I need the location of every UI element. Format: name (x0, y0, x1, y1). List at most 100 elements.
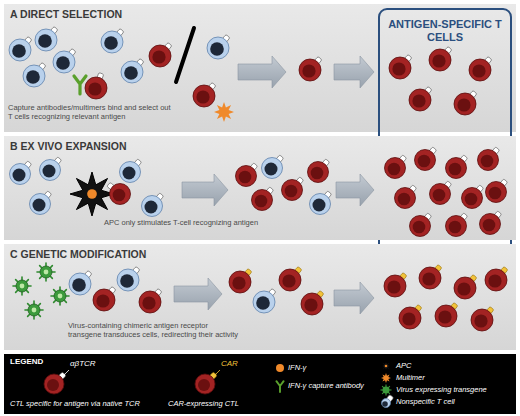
tcr-receptor (153, 288, 161, 297)
specific-ctl (385, 155, 407, 179)
car-t-cell (399, 304, 422, 329)
process-arrow (174, 278, 222, 310)
tcr-receptor (133, 159, 141, 168)
cell-nucleus (311, 167, 324, 180)
car-t-cell (301, 290, 324, 315)
cell-body (409, 89, 431, 111)
cell-body (384, 275, 406, 297)
tcr-receptor (265, 187, 273, 196)
virus-spike (26, 290, 29, 293)
cell-body (30, 194, 51, 215)
virus-core (58, 294, 63, 299)
virus-body (16, 280, 28, 292)
virus-spike (388, 392, 390, 394)
tcr-receptor (135, 58, 143, 67)
cell-body (40, 160, 61, 181)
virus-spike (40, 276, 43, 279)
cell-body (395, 188, 416, 209)
process-arrow (336, 174, 374, 206)
cell-body (301, 293, 323, 315)
part-label: CAR (221, 359, 238, 369)
leader-line (215, 370, 220, 375)
legend-text: CTL specific for antigen via native TCR (10, 399, 140, 408)
cell-body (207, 37, 229, 59)
legend-text: IFN-γ capture antibody (288, 381, 364, 390)
cell-nucleus (418, 155, 431, 168)
virus-spike (382, 386, 384, 388)
virus-spike (39, 309, 43, 311)
method-band: B EX VIVO EXPANSIONAPC only stimulates T… (4, 136, 516, 240)
car-receptor (208, 372, 217, 381)
tcr-receptor (23, 36, 31, 45)
cell-nucleus (26, 70, 40, 84)
virus-spike (51, 295, 55, 297)
tcr-receptor (313, 56, 321, 65)
cell-nucleus (32, 198, 45, 211)
car-t-cell (419, 264, 442, 289)
virus-spike (38, 304, 41, 307)
virus-spike (59, 287, 61, 291)
cell-nucleus (382, 401, 388, 407)
cell-body (480, 214, 501, 235)
car-t-cell (229, 268, 252, 293)
cell-nucleus (12, 44, 26, 58)
legend-bar (4, 354, 516, 414)
nonspecific-t-cell (121, 58, 144, 83)
car-t-cell (279, 266, 302, 291)
cell-body (389, 57, 411, 79)
tcr-receptor (295, 177, 303, 186)
cell-body (471, 309, 493, 331)
cell-body (121, 61, 143, 83)
virus-body (54, 290, 66, 302)
process-arrow (238, 56, 286, 88)
specific-ctl (107, 182, 131, 204)
specific-ctl (299, 56, 322, 81)
specific-ctl (454, 90, 477, 115)
virus-spike (381, 389, 384, 390)
cell-body (35, 29, 57, 51)
specific-ctl (85, 73, 107, 99)
ifn-gamma (87, 189, 97, 199)
cell-nucleus (402, 312, 415, 325)
tcr-receptor (475, 185, 483, 194)
cell-body (195, 374, 215, 394)
virus-spike (64, 290, 67, 293)
car-receptor (468, 274, 476, 283)
specific-ctl (193, 82, 216, 107)
specific-ctl (93, 286, 116, 311)
tcr-receptor (493, 211, 501, 220)
cell-nucleus (312, 198, 325, 211)
tcr-receptor (491, 147, 499, 156)
specific-ctl (139, 288, 162, 313)
cell-nucleus (72, 278, 86, 292)
car-receptor (499, 266, 507, 275)
cell-body (382, 399, 391, 408)
cell-nucleus (472, 64, 485, 77)
specific-ctl (410, 213, 432, 237)
cell-nucleus (387, 280, 400, 293)
cell-body (10, 164, 31, 185)
nonspecific-t-cell (310, 191, 332, 215)
virus-spike (25, 309, 29, 311)
specific-ctl (446, 155, 468, 179)
car-receptor (485, 306, 493, 315)
cell-body (469, 59, 491, 81)
tcr-receptor (49, 26, 57, 35)
tcr-receptor (83, 270, 91, 279)
cell-nucleus (122, 166, 135, 179)
virus-body (28, 304, 40, 316)
cell-nucleus (449, 163, 462, 176)
car-t-cell (384, 272, 407, 297)
car-receptor (413, 304, 421, 313)
specific-ctl (409, 86, 432, 111)
legend-text: Nonspecific T cell (396, 397, 455, 406)
cell-nucleus (264, 162, 277, 175)
multimer (214, 102, 234, 122)
cell-nucleus (152, 50, 165, 63)
virus-spike (13, 285, 17, 287)
cell-nucleus (483, 219, 496, 232)
car-t-cell (454, 274, 477, 299)
virus-spike (45, 263, 47, 267)
cell-nucleus (422, 272, 435, 285)
cell-nucleus (457, 282, 470, 295)
